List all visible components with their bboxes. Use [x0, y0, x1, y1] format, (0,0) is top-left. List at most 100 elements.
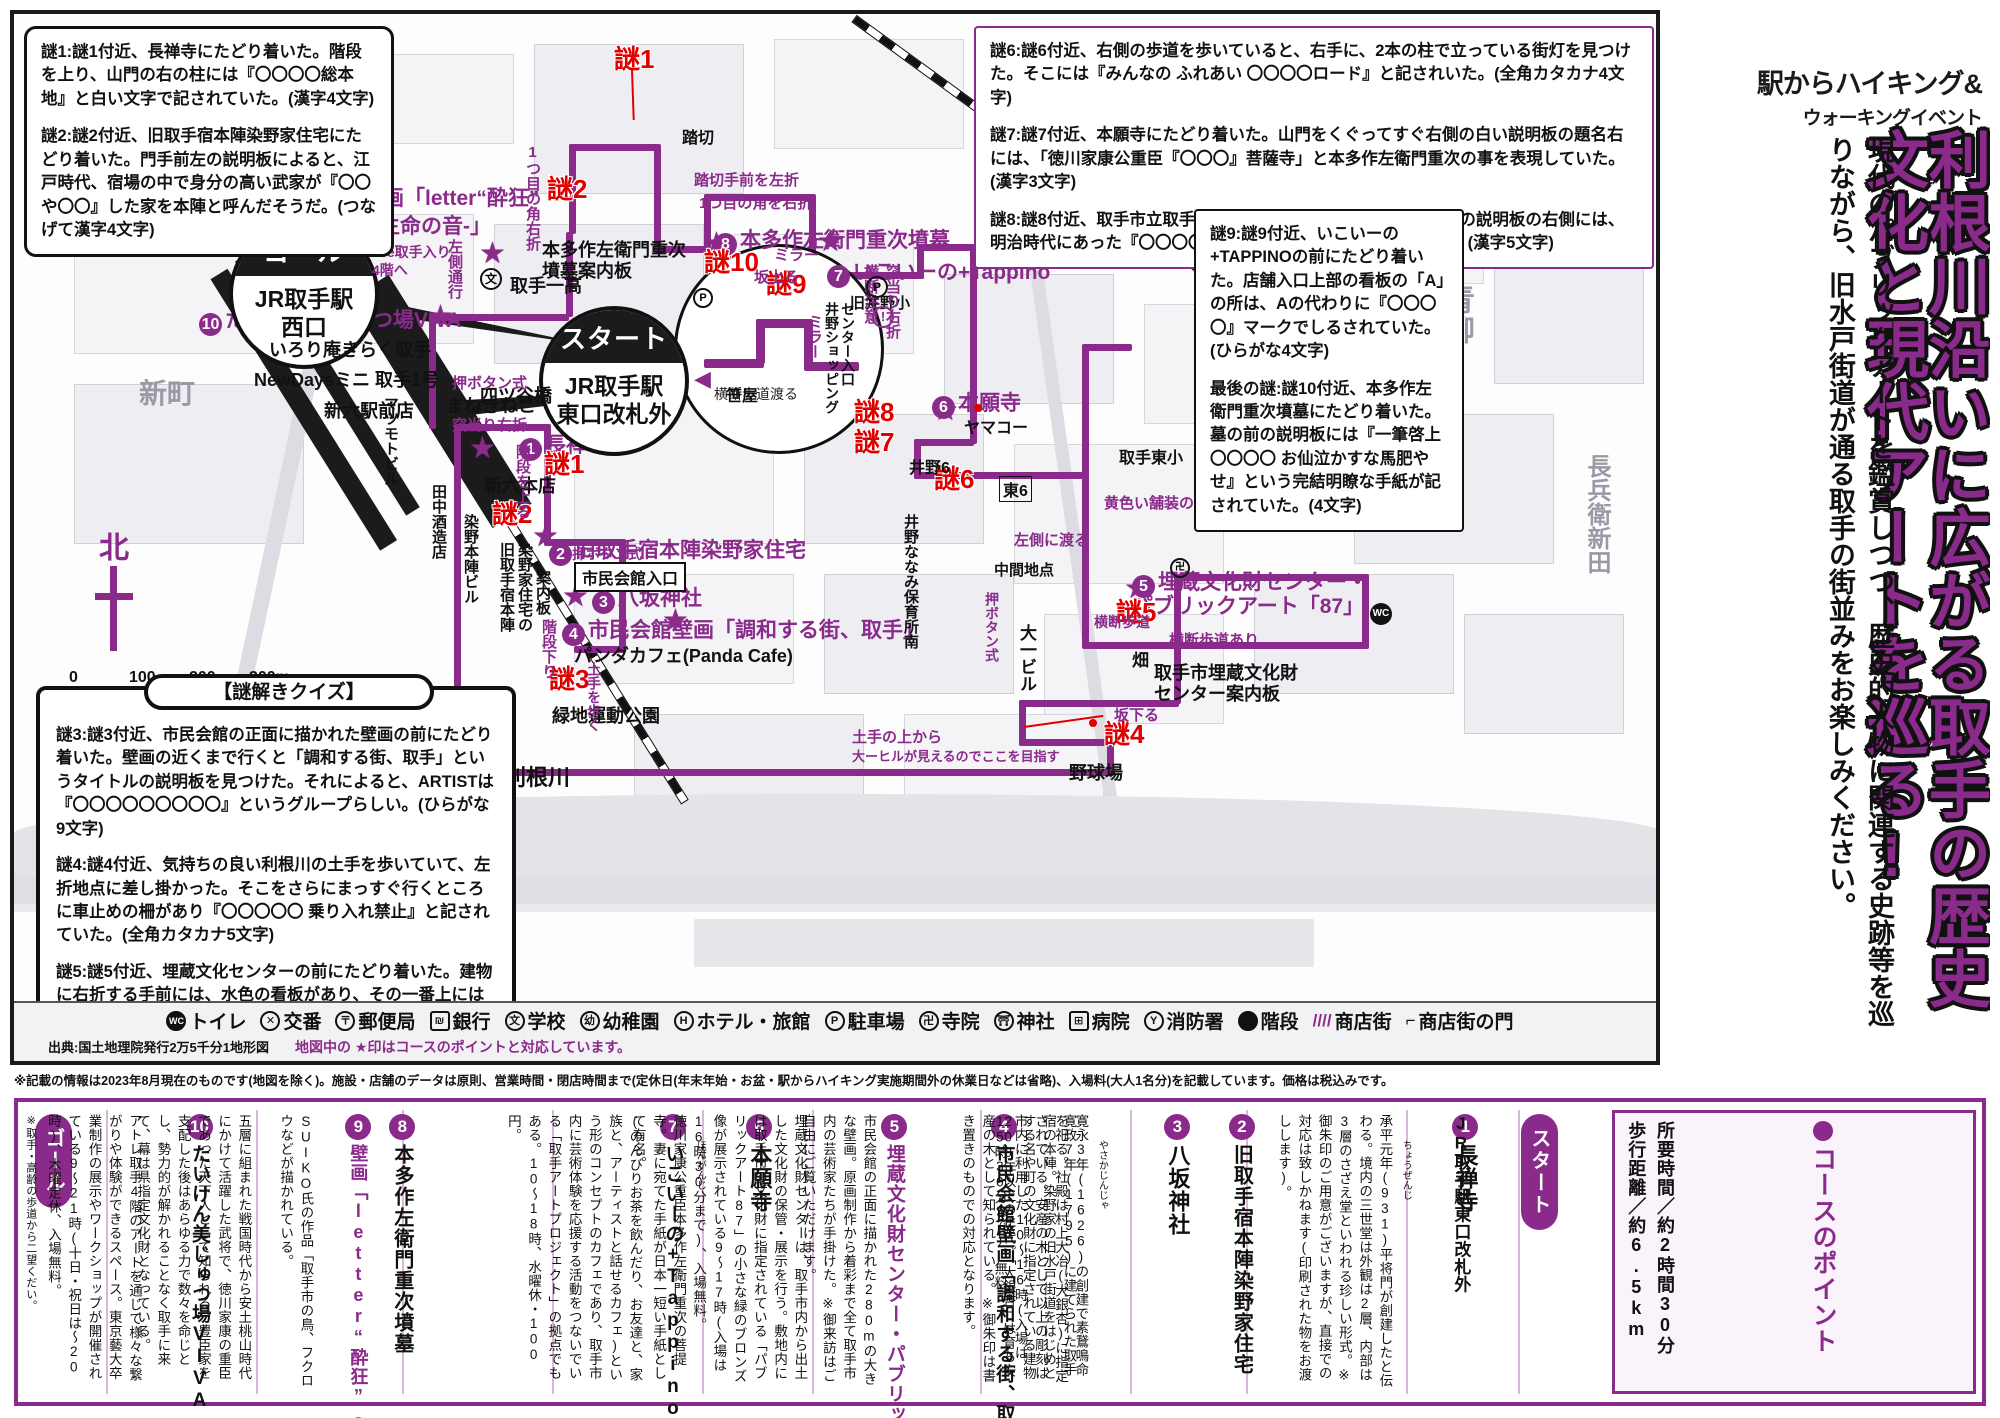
- map-canvas: ◀ 横断歩道渡る ★ ★ ★ ★ ★ ★ ★ ★ ★ ★ 9壁画「letter“…: [14, 14, 1656, 1061]
- police-icon: ✕: [260, 1010, 281, 1031]
- bottom-point-4: 4 市民会館壁画「調和する街、取手」 市民会館の正面に描かれた280mの大きな壁…: [801, 1110, 1133, 1418]
- note-crosswalk-2: 横断歩道: [1094, 614, 1150, 630]
- map-label-pandacafe: パンダカフェ(Panda Cafe): [574, 646, 793, 666]
- point-number-9: 9: [345, 1114, 372, 1140]
- callout-nazo6: 謎6:謎6付近、右側の歩道を歩いていると、右手に、2本の柱で立っている街灯を見つ…: [990, 42, 1632, 107]
- point-number-6: 6: [746, 1114, 773, 1140]
- poi-label-5b: パブリックアート「87」 WC: [1132, 590, 1392, 625]
- nazo-marker-2: 謎2: [547, 174, 588, 204]
- callout-nazo2: 謎2:謎2付近、旧取手宿本陣染野家住宅にたどり着いた。門手前左の説明板によると、…: [41, 127, 376, 239]
- poi-number-6: 6: [932, 396, 955, 419]
- nazo-marker-4: 謎4: [1104, 719, 1145, 749]
- place-name-shinmachi: 新町: [139, 378, 196, 409]
- legend-item-stairs: 階段: [1237, 1007, 1299, 1034]
- map-label-ino-shopping1: 井野ショッピング: [824, 302, 840, 414]
- post-icon: 〒: [335, 1010, 356, 1031]
- callout-nazo9: 謎9:謎9付近、いこいーの+TAPPINOの前にたどり着いた。店舗入口上部の看板…: [1210, 225, 1445, 361]
- legend-item-kindergarten: 幼幼稚園: [579, 1007, 660, 1034]
- map-area[interactable]: ◀ 横断歩道渡る ★ ★ ★ ★ ★ ★ ★ ★ ★ ★ 9壁画「letter“…: [10, 10, 1660, 1065]
- map-label-toride-ichiko: 取手一高: [510, 276, 582, 296]
- map-label-irori: いろり庵きらく取手: [269, 340, 431, 360]
- footnote: ※記載の情報は2023年8月現在のものです(地図を除く)。施設・店舗のデータは原…: [14, 1074, 1394, 1088]
- bank-icon: ₪: [429, 1010, 450, 1031]
- north-arrow: 北: [95, 532, 133, 651]
- main-title: 利根川沿いに広がる取手の歴史文化と現代アートを巡る!: [1855, 126, 1991, 1013]
- brand-logo: 駅からハイキング& ウォーキングイベント: [1682, 62, 1983, 130]
- bottom-point-8: 8 本多作左衛門重次墳墓 五層に組まれた戦国時代から安土桃山時代にかけて活躍した…: [135, 1110, 555, 1394]
- map-label-chukanten: 中間地点: [994, 562, 1055, 579]
- start-pill: スタート: [1520, 1114, 1558, 1230]
- bottom-point-1: 1 長禅寺 ちょうぜんじ 承平元年(931)平将門が創建したと伝わる。境内の三世…: [1276, 1110, 1521, 1394]
- poi-number-10: 10: [199, 313, 222, 336]
- point-text-4: 市民会館の正面に描かれた280mの大きな壁画。原画制作から着彩まで全て取手市内の…: [800, 1114, 877, 1386]
- callout-nazo1: 謎1:謎1付近、長禅寺にたどり着いた。階段を上り、山門の右の柱には『〇〇〇〇総本…: [41, 43, 375, 108]
- brand-line1: 駅からハイキング&: [1756, 69, 1983, 99]
- start-station-line2: 東口改札外: [556, 400, 672, 427]
- note-climb-stairs-1: 階段を上る: [514, 444, 531, 519]
- point-number-3: 3: [1164, 1114, 1191, 1140]
- map-label-ryokuchi: 緑地運動公園: [552, 706, 660, 726]
- title-column: 駅からハイキング& ウォーキングイベント 利根川沿いに広がる取手の歴史文化と現代…: [1672, 10, 1990, 1065]
- note-left-side-walk: 左側通行: [446, 239, 463, 299]
- bottom-point-9: 9 壁画「letter“酔狂”-生命の音-」 SUIKO氏の作品「取手市の鳥、フ…: [258, 1110, 405, 1418]
- note-walk-levee: 土手を歩く: [586, 662, 602, 732]
- poi-number-7: 7: [827, 265, 850, 288]
- bullet-icon: [1813, 1121, 1833, 1141]
- point-number-1: 1: [1452, 1114, 1479, 1140]
- star-marker-10: ★: [427, 300, 454, 333]
- hospital-icon: ⊞: [1068, 1010, 1089, 1031]
- bottom-point-6: 6 本願寺 ほんがんじ 徳川家康公重臣本多作左衛門重次の菩提寺。妻に宛てた手紙が…: [631, 1110, 815, 1394]
- map-label-fumikiri: 踏切: [682, 130, 715, 147]
- map-label-higashi6: 東6: [999, 476, 1032, 502]
- note-aim-building: 大ーヒルが見えるのでここを目指す: [852, 749, 1060, 764]
- point-name-3: 八坂神社: [1165, 1144, 1191, 1236]
- point-number-2: 2: [1228, 1114, 1255, 1140]
- star-marker-1: ★: [469, 432, 496, 465]
- note-atre-floor: 4階へ: [372, 262, 408, 278]
- point-number-5: 5: [881, 1114, 908, 1140]
- callout-nazo-last: 最後の謎:謎10付近、本多作左衛門重次墳墓にたどり着いた。墓の前の説明板には『一…: [1210, 379, 1441, 515]
- map-label-maizo1: 取手市埋蔵文化財: [1154, 663, 1298, 683]
- note-mirror-2: ミラー: [806, 314, 823, 359]
- note-first-corner-right: 1つ目の角右折: [524, 144, 541, 251]
- legend-item-post: 〒郵便局: [335, 1007, 416, 1034]
- nazo-marker-1b: 謎1: [544, 449, 585, 479]
- point-ruby-1: ちょうぜんじ: [1400, 1140, 1412, 1200]
- shrine-icon: 卍: [1170, 558, 1190, 578]
- point-number-4: 4: [990, 1114, 1017, 1140]
- note-go-down-slope: 坂下る: [1114, 707, 1160, 724]
- callout-topleft: 謎1:謎1付近、長禅寺にたどり着いた。階段を上り、山門の右の柱には『〇〇〇〇総本…: [24, 26, 394, 258]
- map-label-shinroku-hon: 新六本店: [484, 476, 556, 496]
- map-label-toride-higashi: 取手東小: [1119, 450, 1184, 467]
- wc-icon: WC: [1369, 603, 1392, 625]
- star-marker-9: ★: [479, 237, 506, 270]
- north-label: 北: [99, 532, 129, 565]
- nazo-marker-10: 謎10: [704, 247, 759, 277]
- course-detail-time: 所要時間／約2時間30分: [1655, 1121, 1675, 1355]
- parking-icon: P: [866, 276, 888, 298]
- stairs-icon: [1237, 1010, 1258, 1031]
- map-label-ino-shopping2: センター入口: [840, 302, 856, 386]
- bottom-point-3: 3 八坂神社 やさかじんじゃ 寛永3年(1626)の創建で素鵞鳴命を祀る。社殿は…: [992, 1110, 1249, 1394]
- map-label-matsumoto: マツモトビル: [382, 396, 399, 486]
- point-text-2: 寛政7年(1795)に建てられた取手宿の本陣。染野家の旧水戸街道をはじめとする名…: [960, 1114, 1077, 1383]
- legend-source: 出典:国土地理院発行2万5千分1地形図: [48, 1040, 270, 1055]
- nazo-marker-3: 謎3: [549, 664, 590, 694]
- quiz-title: 【謎解きクイズ】: [144, 674, 434, 710]
- map-label-manekineko: まねきねこ: [446, 396, 536, 416]
- shotengai-icon: ////: [1312, 1010, 1332, 1030]
- point-text-9: SUIKO氏の作品「取手市の鳥、フクロウなどが描かれている。: [278, 1114, 314, 1388]
- legend-item-police: ✕交番: [260, 1007, 321, 1034]
- start-station-line1: JR取手駅: [564, 373, 664, 399]
- nazo-marker-5: 謎5: [1116, 597, 1157, 627]
- note-stairs-down: 階段下り: [540, 619, 557, 679]
- point-text-5: 埋蔵文化財センターは、取手市内から出土した文化財の保管・展示を行う。敷地内には取…: [691, 1114, 808, 1383]
- map-label-maizo2: センター案内板: [1154, 684, 1280, 704]
- goal-pill: ゴール: [35, 1114, 72, 1208]
- nazo-marker-8: 謎8: [854, 397, 895, 427]
